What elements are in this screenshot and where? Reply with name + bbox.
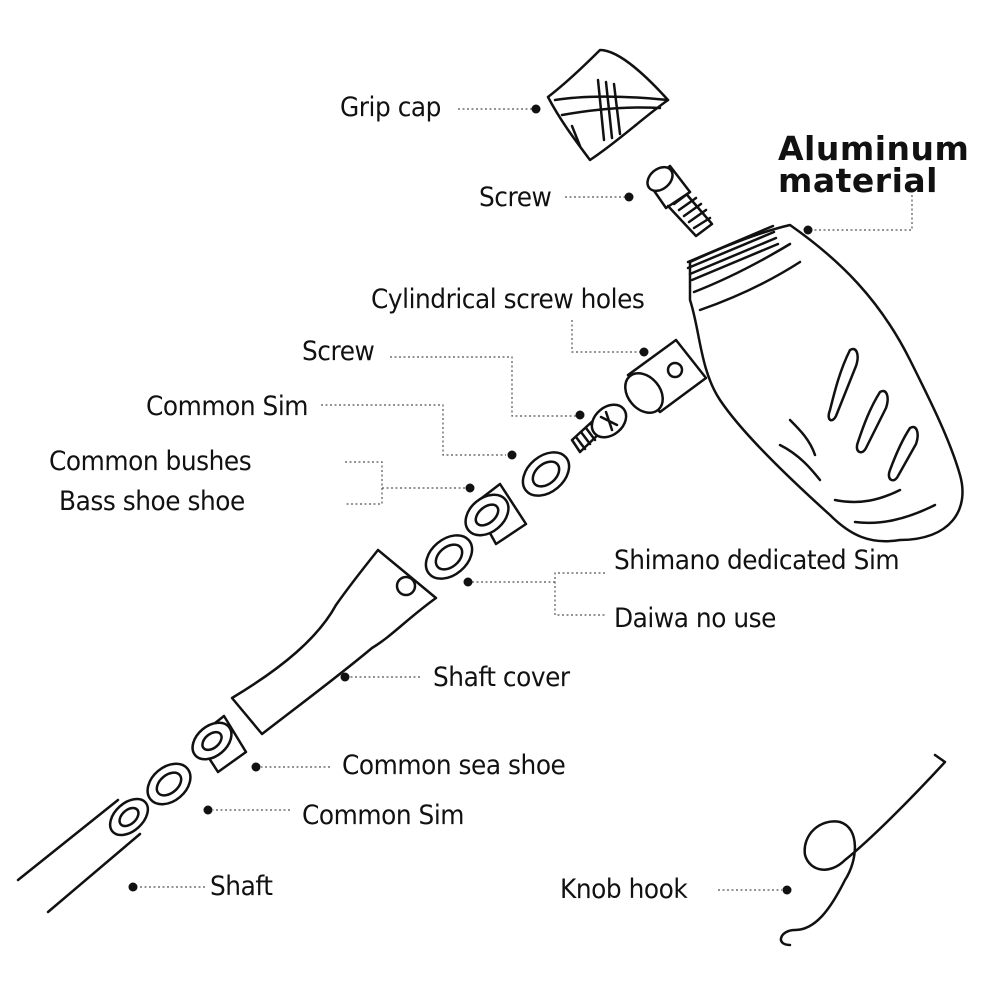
label-shaft: Shaft — [210, 871, 273, 902]
common-sim-washer-upper — [521, 451, 571, 497]
label-bass-shoe: Bass shoe shoe — [59, 486, 245, 517]
aluminum-grip-body — [686, 223, 964, 543]
phillips-screw-part — [570, 403, 628, 454]
common-sea-shoe-bushing — [191, 714, 248, 774]
label-daiwa-no-use: Daiwa no use — [614, 603, 776, 634]
socket-screw-part — [646, 164, 714, 238]
common-sim-washer-lower — [146, 762, 192, 806]
label-screw-mid: Screw — [302, 336, 375, 367]
label-aluminum-line2: material — [778, 161, 938, 200]
label-screw-top: Screw — [479, 182, 552, 213]
leader-lines — [128, 104, 913, 895]
label-common-bushes: Common bushes — [49, 446, 252, 477]
label-common-sim-lower: Common Sim — [302, 800, 465, 831]
label-aluminum-line1: Aluminum — [778, 129, 970, 168]
knob-hook-part — [779, 753, 947, 947]
label-cylindrical-screw-holes: Cylindrical screw holes — [371, 284, 645, 315]
label-grip-cap: Grip cap — [340, 92, 441, 123]
label-common-sim-upper: Common Sim — [146, 391, 309, 422]
shaft-part — [16, 797, 150, 914]
label-knob-hook: Knob hook — [560, 874, 688, 905]
label-shaft-cover: Shaft cover — [433, 662, 570, 693]
grip-cap-part — [546, 48, 670, 162]
cylindrical-nut-part — [624, 338, 708, 414]
shimano-sim-washer — [424, 534, 474, 580]
label-common-sea-shoe: Common sea shoe — [342, 750, 566, 781]
label-shimano-sim: Shimano dedicated Sim — [614, 545, 900, 576]
common-bush-part — [464, 482, 528, 546]
shaft-cover-part — [230, 548, 438, 736]
